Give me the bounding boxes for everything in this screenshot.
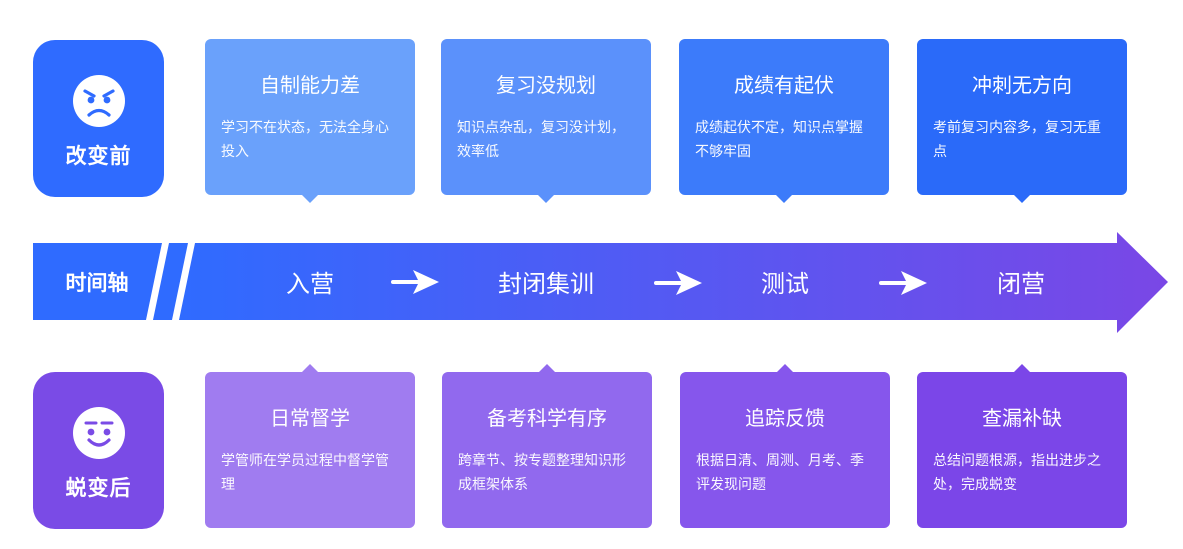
card-title: 成绩有起伏	[734, 73, 834, 97]
after-card: 追踪反馈 根据日清、周测、月考、季评发现问题	[680, 364, 890, 528]
card-title: 复习没规划	[496, 73, 596, 97]
timeline-divider-stripe	[153, 243, 188, 320]
card-pointer	[1014, 195, 1030, 203]
before-card: 成绩有起伏 成绩起伏不定，知识点掌握不够牢固	[679, 39, 889, 203]
timeline-stage: 测试	[761, 270, 809, 298]
card-pointer	[538, 195, 554, 203]
arrow-right-icon	[676, 271, 702, 295]
arrow-right-icon	[901, 271, 927, 295]
card-pointer	[1014, 364, 1030, 372]
card-pointer	[777, 364, 793, 372]
card-title: 追踪反馈	[745, 406, 825, 430]
after-badge: 蜕变后	[33, 372, 164, 529]
before-badge: 改变前	[33, 40, 164, 197]
card-desc: 考前复习内容多，复习无重点	[933, 120, 1101, 160]
card-desc: 根据日清、周测、月考、季评发现问题	[696, 453, 864, 493]
card-desc: 知识点杂乱，复习没计划，效率低	[457, 120, 625, 160]
after-card: 查漏补缺 总结问题根源，指出进步之处，完成蜕变	[917, 364, 1127, 528]
smile-face-icon	[72, 407, 125, 459]
card-title: 查漏补缺	[982, 406, 1062, 430]
before-card: 复习没规划 知识点杂乱，复习没计划，效率低	[441, 39, 651, 203]
sad-face-icon	[72, 75, 125, 127]
card-pointer	[539, 364, 555, 372]
card-title: 日常督学	[270, 406, 350, 430]
timeline-label: 时间轴	[65, 271, 129, 295]
card-title: 备考科学有序	[487, 406, 607, 430]
timeline-stage: 封闭集训	[498, 270, 594, 298]
before-label: 改变前	[65, 144, 132, 168]
card-desc: 学管师在学员过程中督学管理	[221, 453, 389, 493]
card-desc: 学习不在状态，无法全身心投入	[221, 120, 389, 160]
before-card: 自制能力差 学习不在状态，无法全身心投入	[205, 39, 415, 203]
timeline-stage: 入营	[286, 270, 334, 298]
before-card: 冲刺无方向 考前复习内容多，复习无重点	[917, 39, 1127, 203]
card-pointer	[302, 364, 318, 372]
card-title: 冲刺无方向	[972, 73, 1072, 97]
arrow-right-icon	[413, 270, 439, 294]
card-desc: 跨章节、按专题整理知识形成框架体系	[458, 453, 626, 493]
after-label: 蜕变后	[65, 476, 132, 500]
card-pointer	[776, 195, 792, 203]
card-desc: 成绩起伏不定，知识点掌握不够牢固	[695, 120, 863, 160]
timeline-stage: 闭营	[997, 270, 1045, 298]
timeline-label-block	[33, 243, 162, 320]
card-title: 自制能力差	[260, 73, 360, 97]
card-pointer	[302, 195, 318, 203]
card-desc: 总结问题根源，指出进步之处，完成蜕变	[933, 453, 1101, 493]
after-card: 日常督学 学管师在学员过程中督学管理	[205, 364, 415, 528]
after-card: 备考科学有序 跨章节、按专题整理知识形成框架体系	[442, 364, 652, 528]
